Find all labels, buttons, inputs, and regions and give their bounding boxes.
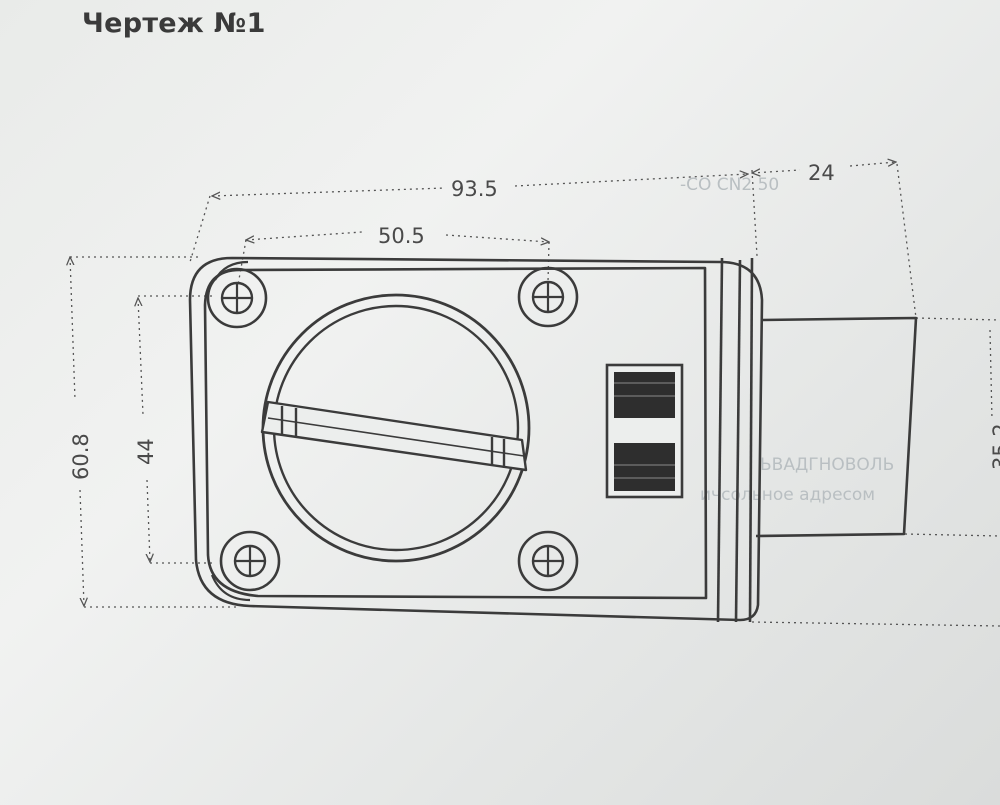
rim-line <box>748 257 754 623</box>
rim-line <box>734 259 742 623</box>
extension-line <box>751 169 758 257</box>
mount-hole-top-right <box>517 266 579 328</box>
dim-label-overall-height: 60.8 <box>69 433 93 480</box>
dim-line-hole-spacing-vertical <box>147 479 150 562</box>
extension-line <box>547 241 550 283</box>
plug-body <box>755 316 918 538</box>
dim-line-plug-depth <box>752 170 801 173</box>
flange-outline <box>188 256 764 622</box>
dim-line-hole-spacing <box>445 234 549 242</box>
dim-label-plug-height: 35.2 <box>989 423 1000 470</box>
drawing-title: Чертеж №1 <box>82 8 266 39</box>
mount-hole-top-left <box>206 267 268 329</box>
dim-line-overall-height <box>79 489 84 606</box>
dim-line-hole-spacing <box>246 231 363 240</box>
dim-label-hole-spacing-vertical: 44 <box>134 438 158 465</box>
bleed-through-text: ЬВАДГНОВОЛЬ <box>760 455 894 475</box>
dim-line-overall-width <box>212 187 446 196</box>
extension-line <box>751 621 1000 627</box>
bleed-through-text: -CO CN2 50 <box>680 175 779 195</box>
dim-line-overall-height <box>70 257 76 401</box>
extension-line <box>237 239 247 286</box>
switch-indicator <box>605 363 684 499</box>
dim-line-plug-height <box>989 329 993 421</box>
extension-line <box>915 317 1000 321</box>
rim-line <box>716 257 724 623</box>
dim-line-plug-depth <box>849 162 896 166</box>
dim-label-hole-spacing: 50.5 <box>378 224 425 248</box>
bleed-through-text: ичсольное адресом <box>700 485 875 505</box>
dim-line-hole-spacing-vertical <box>138 298 144 416</box>
extension-line <box>896 163 917 319</box>
dim-label-plug-depth: 24 <box>808 161 835 185</box>
corner-fillet <box>210 574 251 602</box>
dim-label-overall-width: 93.5 <box>451 177 498 201</box>
extension-line <box>189 195 211 263</box>
extension-line <box>904 533 1000 537</box>
mount-hole-bottom-right <box>517 530 579 592</box>
mount-hole-bottom-left <box>219 530 281 592</box>
knob-handle <box>260 400 528 472</box>
